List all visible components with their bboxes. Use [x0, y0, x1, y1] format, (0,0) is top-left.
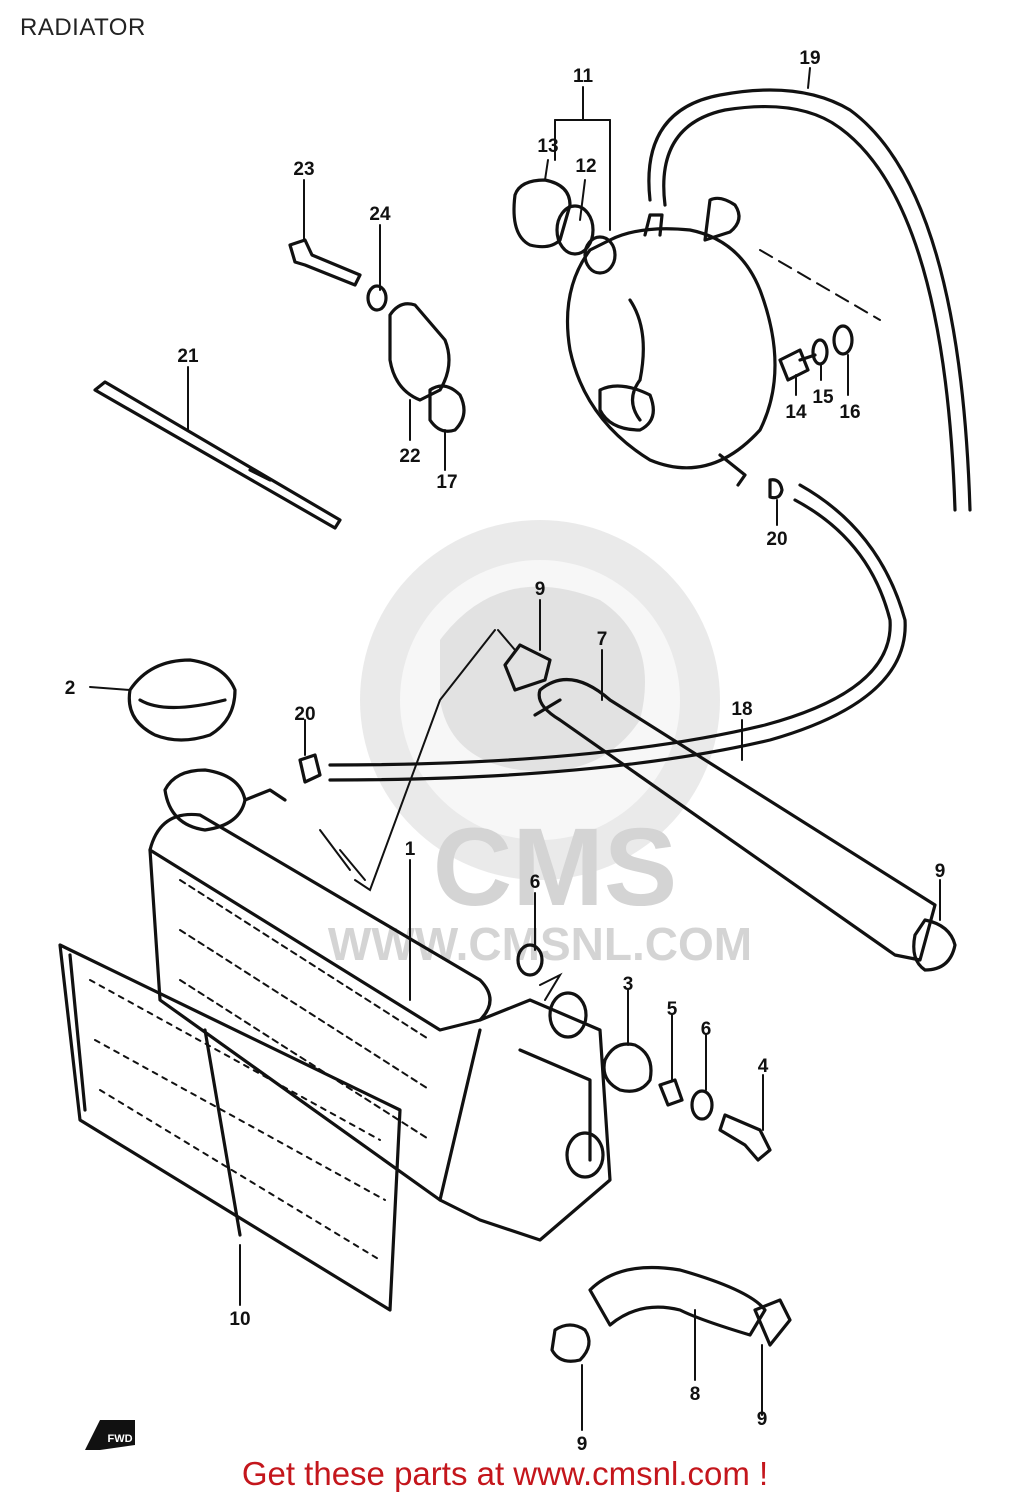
part-label-2: 2 [65, 678, 76, 699]
part-label-19: 19 [799, 48, 820, 69]
reservoir-cap [512, 178, 617, 275]
part-label-24: 24 [369, 204, 391, 225]
part-label-9-upper: 9 [535, 579, 546, 600]
front-direction-marker: FWD [85, 1420, 135, 1450]
part-label-17: 17 [436, 472, 457, 493]
part-number-labels: 11 19 13 12 23 24 21 22 17 14 15 16 20 9… [65, 48, 946, 1450]
part-label-6-upper: 6 [530, 872, 541, 893]
radiator-grille [58, 943, 402, 1312]
part-label-10: 10 [229, 1309, 250, 1330]
radiator-core [148, 768, 612, 1242]
washer-6-upper [516, 943, 544, 977]
footer-link[interactable]: Get these parts at www.cmsnl.com ! [241, 1455, 769, 1492]
front-marker-text: FWD [107, 1433, 132, 1445]
page-title: RADIATOR [20, 14, 146, 41]
part-label-8: 8 [690, 1384, 701, 1405]
part-label-20-lower: 20 [294, 704, 315, 725]
part-label-7: 7 [597, 629, 608, 650]
radiator-cap [127, 658, 237, 742]
leader-lines [89, 67, 941, 1431]
part-label-16: 16 [839, 402, 860, 423]
part-label-21: 21 [177, 346, 199, 367]
part-label-13: 13 [537, 136, 558, 157]
watermark-brand: CMS [433, 806, 677, 929]
part-label-11: 11 [573, 66, 594, 87]
watermark-url: WWW.CMSNL.COM [328, 918, 752, 970]
reservoir-hose [328, 483, 907, 782]
part-label-4: 4 [758, 1056, 769, 1077]
lower-radiator-hose [550, 1266, 792, 1363]
part-label-20-upper: 20 [766, 529, 787, 550]
part-label-3: 3 [623, 974, 634, 995]
part-label-18: 18 [731, 699, 752, 720]
reservoir-tank [565, 196, 881, 487]
part-label-22: 22 [399, 446, 420, 467]
overflow-hose [647, 88, 972, 512]
bracket-bolt [288, 238, 362, 287]
part-label-9-bottom-right: 9 [757, 1409, 768, 1430]
part-label-5: 5 [667, 999, 678, 1020]
part-label-1: 1 [405, 839, 416, 860]
part-label-14: 14 [785, 402, 807, 423]
tank-bolt-washers [778, 324, 854, 382]
bracket-grommet [388, 302, 466, 433]
stay-rod [93, 380, 342, 530]
upper-radiator-hose [537, 678, 937, 962]
part-label-9-right: 9 [935, 861, 946, 882]
part-label-9-bottom-left: 9 [577, 1434, 588, 1450]
radiator-exploded-diagram: CMS WWW.CMSNL.COM [58, 48, 972, 1450]
mount-bolt [718, 1113, 772, 1162]
part-label-23: 23 [293, 159, 314, 180]
part-label-15: 15 [812, 387, 834, 408]
part-label-6-lower: 6 [701, 1019, 712, 1040]
part-label-12: 12 [575, 156, 596, 177]
